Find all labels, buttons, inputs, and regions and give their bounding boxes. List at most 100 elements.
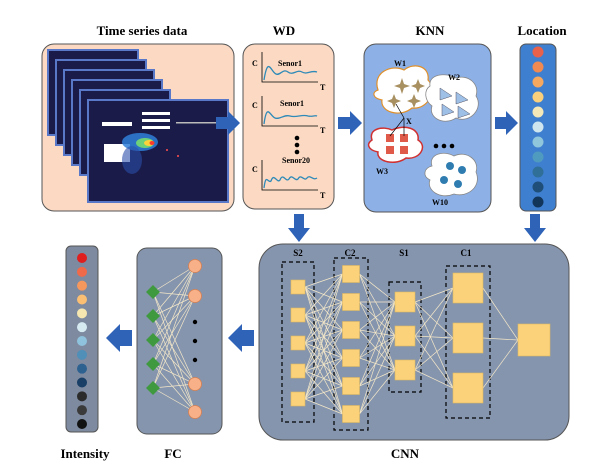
location-dot	[532, 181, 544, 193]
frame-stack	[47, 49, 229, 203]
cnn-connection	[414, 369, 454, 389]
fc-connection	[152, 291, 196, 297]
knn-panel: W1 W2 W3 X	[363, 43, 492, 213]
fc-connection	[152, 383, 196, 389]
cnn-node	[290, 307, 306, 323]
wd-plot-1: C T Senor1	[252, 52, 326, 92]
arrow-ts-to-wd	[216, 111, 240, 135]
intensity-dot	[77, 253, 87, 263]
location-dot	[532, 121, 544, 133]
wd-plot-2-label: Senor1	[280, 99, 304, 108]
time-series-title: Time series data	[97, 23, 188, 38]
location-panel	[519, 43, 557, 212]
cnn-connection	[359, 273, 396, 337]
cnn-node	[342, 377, 360, 395]
cnn-connection	[304, 273, 343, 400]
knn-label-w1: W1	[394, 59, 406, 68]
cnn-node	[394, 291, 416, 313]
cnn-connection	[359, 329, 396, 371]
intensity-dot	[77, 280, 87, 291]
knn-w10-circles	[440, 162, 466, 188]
fc-title: FC	[164, 446, 181, 461]
fc-connection	[152, 295, 196, 317]
fc-input-node	[146, 309, 160, 323]
intensity-dot	[77, 419, 87, 429]
cnn-node	[342, 349, 360, 367]
wd-plot-1-c: C	[252, 59, 258, 68]
fc-connection	[152, 295, 196, 389]
knn-label-w3: W3	[376, 167, 388, 176]
intensity-panel	[65, 245, 99, 433]
wd-plot-1-t: T	[320, 83, 326, 92]
cnn-connection	[414, 335, 454, 339]
arrow-fc-to-intensity	[106, 324, 132, 352]
cnn-connection	[414, 337, 454, 371]
fc-connection	[152, 315, 196, 413]
knn-ellipsis	[433, 143, 455, 149]
knn-title: KNN	[416, 23, 446, 38]
cnn-node	[290, 279, 306, 295]
location-dot	[532, 46, 544, 58]
cnn-connection	[359, 301, 396, 359]
cnn-connections	[304, 273, 519, 415]
cnn-label-c1: C1	[461, 248, 472, 258]
cnn-connection	[359, 301, 396, 387]
cnn-node	[342, 293, 360, 311]
fc-input-node	[146, 333, 160, 347]
cnn-connection	[304, 301, 343, 400]
wd-plot-2-t: T	[320, 126, 326, 135]
fc-connection	[152, 265, 196, 341]
fc-ellipsis	[192, 319, 198, 363]
cnn-label-c2: C2	[345, 248, 356, 258]
cnn-connection	[359, 301, 396, 415]
cnn-nodes	[290, 265, 551, 423]
location-dot	[532, 151, 544, 163]
intensity-dot	[77, 391, 87, 402]
cnn-node	[517, 323, 551, 357]
intensity-dot	[77, 405, 87, 416]
cnn-connection	[482, 339, 519, 389]
knn-x-links	[389, 103, 405, 137]
arrow-wd-down	[288, 214, 310, 242]
fc-output-node	[188, 289, 202, 303]
intensity-dot	[77, 349, 87, 360]
wd-panel: C T Senor1 C T Senor1 C T Senor20	[242, 43, 335, 210]
cnn-connection	[414, 287, 454, 303]
cnn-label-s2: S2	[293, 248, 303, 258]
wd-plot-3: C T Senor20	[252, 156, 326, 200]
knn-cluster-w3	[367, 126, 424, 164]
fc-input-node	[146, 357, 160, 371]
intensity-title: Intensity	[60, 446, 110, 461]
top-arrows	[106, 111, 546, 352]
location-dot	[532, 166, 544, 178]
fc-nodes	[146, 259, 202, 419]
cnn-connection	[304, 273, 343, 288]
cnn-connection	[414, 335, 454, 389]
wd-title: WD	[273, 23, 295, 38]
intensity-dot	[77, 377, 87, 388]
cnn-connection	[414, 287, 454, 337]
cnn-panel: S2 C2 S1 C1	[258, 243, 570, 441]
fc-connection	[152, 295, 196, 365]
cnn-connection	[359, 369, 396, 387]
fc-connection	[152, 295, 196, 341]
fc-output-node	[188, 377, 202, 391]
time-series-panel	[41, 43, 235, 212]
cnn-node	[452, 372, 484, 404]
location-dot	[532, 106, 544, 118]
cnn-node	[290, 363, 306, 379]
knn-cluster-w10	[424, 152, 478, 197]
knn-label-w10: W10	[432, 198, 448, 207]
location-dot	[532, 61, 544, 73]
intensity-dot	[77, 336, 87, 346]
fc-output-node	[188, 259, 202, 273]
knn-w3-squares	[386, 134, 408, 154]
intensity-dot	[77, 308, 87, 319]
cnn-connection	[304, 329, 343, 400]
cnn-connection	[359, 301, 396, 337]
fc-input-node	[146, 381, 160, 395]
cnn-node	[342, 265, 360, 283]
knn-cluster-w2	[425, 74, 479, 122]
fc-connection	[152, 291, 196, 413]
